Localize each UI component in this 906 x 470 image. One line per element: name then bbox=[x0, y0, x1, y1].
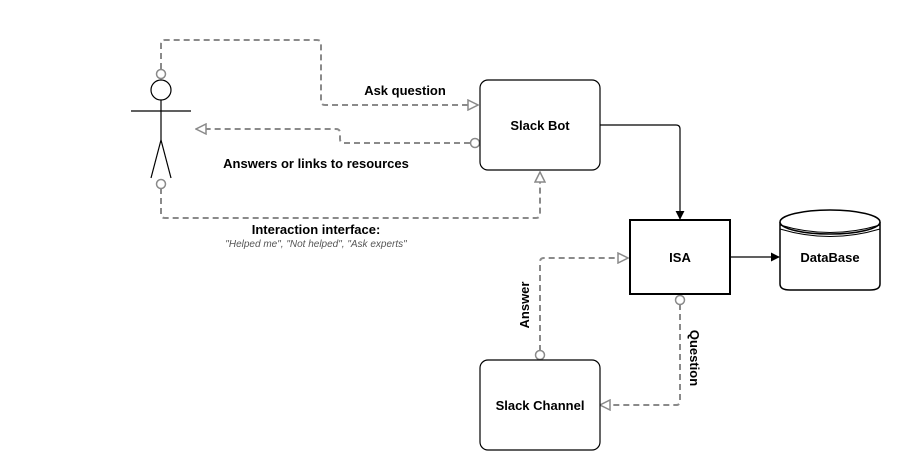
user-actor-icon bbox=[131, 79, 191, 179]
slack-bot-label: Slack Bot bbox=[510, 118, 570, 133]
answer-label: Answer bbox=[517, 282, 532, 329]
node-slack-bot[interactable]: Slack Bot bbox=[479, 79, 601, 171]
edge-answer bbox=[534, 258, 629, 361]
edge-question bbox=[600, 294, 686, 406]
edge-bot-to-isa bbox=[600, 124, 685, 220]
interaction-options-label: "Helped me", "Not helped", "Ask experts" bbox=[225, 239, 407, 250]
slack-channel-label: Slack Channel bbox=[496, 398, 585, 413]
interaction-interface-label: Interaction interface: bbox=[252, 222, 381, 237]
node-isa[interactable]: ISA bbox=[629, 219, 731, 295]
answers-label: Answers or links to resources bbox=[223, 156, 409, 171]
ask-question-label: Ask question bbox=[364, 83, 446, 98]
edge-answers bbox=[196, 129, 481, 149]
node-database[interactable]: DataBase bbox=[779, 209, 881, 291]
database-label: DataBase bbox=[800, 250, 859, 265]
question-label: Question bbox=[687, 330, 702, 386]
edge-ask-question bbox=[155, 39, 479, 105]
node-slack-channel[interactable]: Slack Channel bbox=[479, 359, 601, 451]
isa-label: ISA bbox=[669, 250, 691, 265]
edge-interaction-interface bbox=[155, 172, 541, 219]
